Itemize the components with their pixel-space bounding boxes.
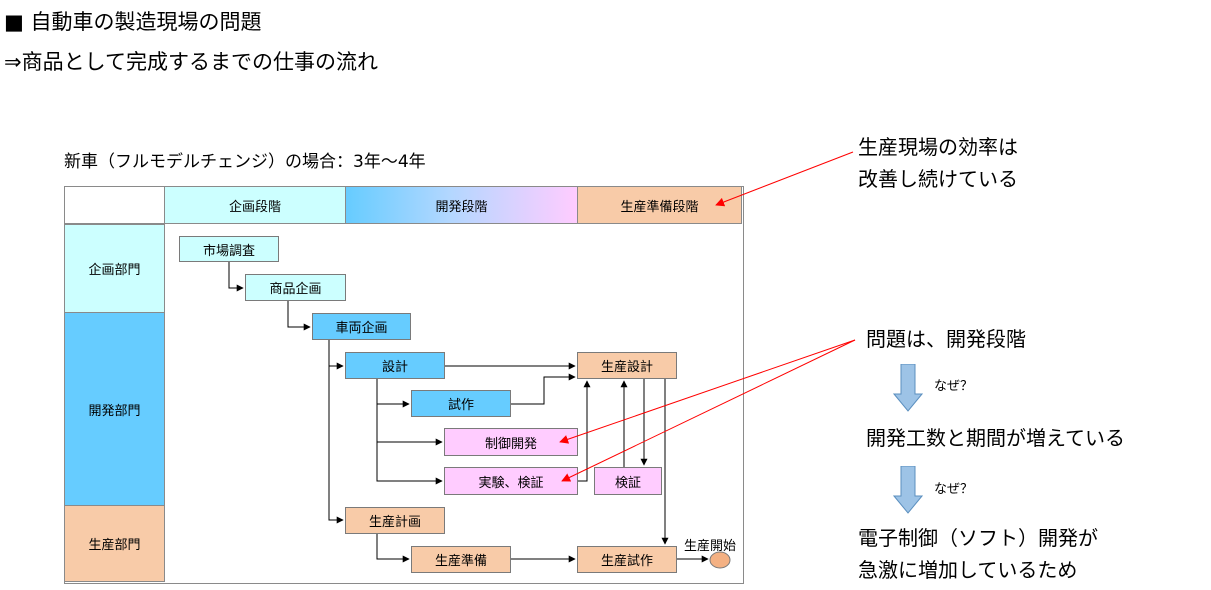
page-subtitle: ⇒商品として完成するまでの仕事の流れ: [4, 50, 378, 74]
arrow-prototype-to-production-design: [511, 373, 576, 405]
production-start-label: 生産開始: [684, 539, 737, 554]
dept-production: 生産部門: [64, 505, 165, 582]
task-vehicle-planning: 車両企画: [312, 313, 411, 340]
task-control-development: 制御開発: [444, 428, 578, 456]
note-increase: 開発工数と期間が増えている: [866, 426, 1125, 450]
arrow-plan-to-prep: [376, 534, 410, 563]
header-corner: [64, 186, 165, 224]
phase-planning: 企画段階: [164, 186, 346, 224]
arrow-product-to-vehicle: [287, 301, 311, 331]
diagram-caption: 新車（フルモデルチェンジ）の場合：3年〜4年: [64, 152, 426, 172]
page-title: ■ 自動車の製造現場の問題: [4, 10, 262, 34]
annotation-line-experiment: [561, 339, 856, 482]
phase-development: 開発段階: [345, 186, 578, 224]
note-efficiency-line2: 改善し続けている: [858, 167, 1018, 191]
task-market-research: 市場調査: [179, 236, 279, 262]
arrow-design-to-experiment: [376, 442, 443, 485]
task-experiment-verification: 実験、検証: [444, 467, 578, 495]
note-why-2: なぜ？: [934, 482, 974, 497]
arrow-design-to-prototype: [376, 379, 410, 408]
note-reason-line2: 急激に増加しているため: [858, 558, 1078, 582]
task-design: 設計: [345, 352, 445, 379]
task-production-prep: 生産準備: [411, 546, 511, 573]
arrow-market-to-product: [228, 262, 244, 292]
down-arrow-icon: [893, 466, 923, 514]
phase-production-prep: 生産準備段階: [577, 186, 742, 224]
task-prototype: 試作: [411, 390, 511, 417]
dept-development: 開発部門: [64, 312, 165, 506]
down-arrow-icon: [893, 364, 923, 412]
dept-planning: 企画部門: [64, 224, 165, 313]
task-production-trial: 生産試作: [577, 546, 677, 573]
arrow-experiment-to-production-design: [578, 380, 591, 482]
arrow-design-to-control: [376, 404, 443, 446]
annotation-line-efficiency: [715, 151, 854, 207]
task-verification: 検証: [594, 467, 662, 495]
arrow-vehicle-to-plan: [328, 366, 344, 524]
note-why-1: なぜ？: [934, 379, 974, 394]
production-start-marker: [709, 551, 731, 569]
arrow-vehicle-to-design: [328, 340, 344, 370]
task-production-plan: 生産計画: [345, 507, 445, 534]
task-production-design: 生産設計: [577, 352, 677, 379]
annotation-line-control: [559, 339, 856, 444]
note-problem: 問題は、開発段階: [866, 327, 1026, 351]
task-product-planning: 商品企画: [245, 274, 346, 301]
note-efficiency-line1: 生産現場の効率は: [858, 135, 1018, 159]
note-reason-line1: 電子制御（ソフト）開発が: [858, 526, 1098, 550]
